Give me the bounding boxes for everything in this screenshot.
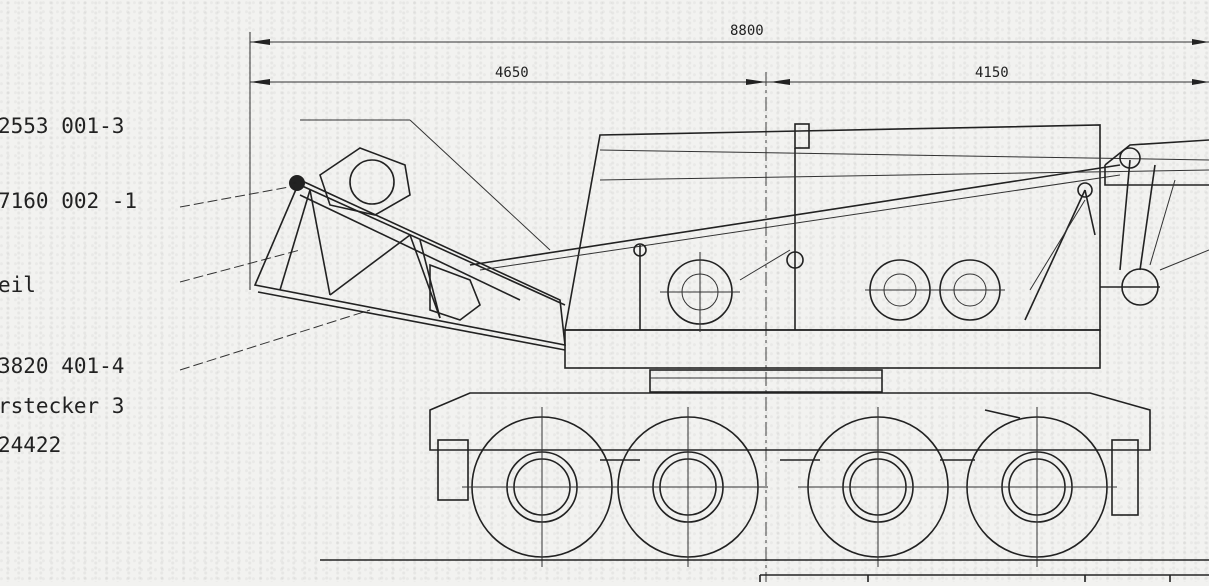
outrigger-left (437, 439, 469, 501)
dimension-overall: 8800 (730, 23, 764, 39)
boom-foot (1100, 139, 1209, 306)
wheel-1 (462, 407, 622, 567)
carrier-frame (429, 392, 1151, 451)
callout-label-5: rstecker 3 (0, 394, 124, 418)
wheel-3 (798, 407, 958, 567)
dimension-left: 4650 (495, 65, 529, 81)
mast-cap (794, 123, 810, 149)
outrigger-right (1111, 439, 1139, 516)
callout-labels: 2553 001-3 7160 002 -1 eil 3820 401-4 rs… (0, 114, 137, 457)
dimension-right: 4150 (975, 65, 1009, 81)
wheels (462, 407, 1117, 567)
dimension-lines (249, 32, 1209, 582)
arrow-right-left (770, 79, 790, 85)
wheel-4 (957, 407, 1117, 567)
callout-label-1: 2553 001-3 (0, 114, 124, 138)
lattice-boom (253, 147, 566, 351)
arrow-left-left (250, 79, 270, 85)
slewing-ring (649, 369, 883, 393)
ground-and-title-block (320, 559, 1209, 582)
carrier (429, 392, 1151, 516)
boom-outline (253, 178, 566, 346)
leader-lines (179, 119, 551, 371)
callout-label-4: 3820 401-4 (0, 354, 124, 378)
superstructure-body (564, 124, 1101, 331)
turntable-base (564, 329, 1101, 369)
callout-label-2: 7160 002 -1 (0, 189, 137, 213)
arrow-right-right (1192, 79, 1209, 85)
superstructure (469, 123, 1209, 393)
arrow-overall-right (1192, 39, 1209, 45)
arrow-left-right (746, 79, 766, 85)
boom-head-sheave (349, 159, 395, 205)
boom-head-housing (319, 147, 411, 216)
callout-label-6: 24422 (0, 433, 61, 457)
arrow-overall-left (250, 39, 270, 45)
callout-label-3: eil (0, 273, 36, 297)
boom-pivot-pin (289, 175, 305, 191)
wheel-2 (608, 407, 768, 567)
